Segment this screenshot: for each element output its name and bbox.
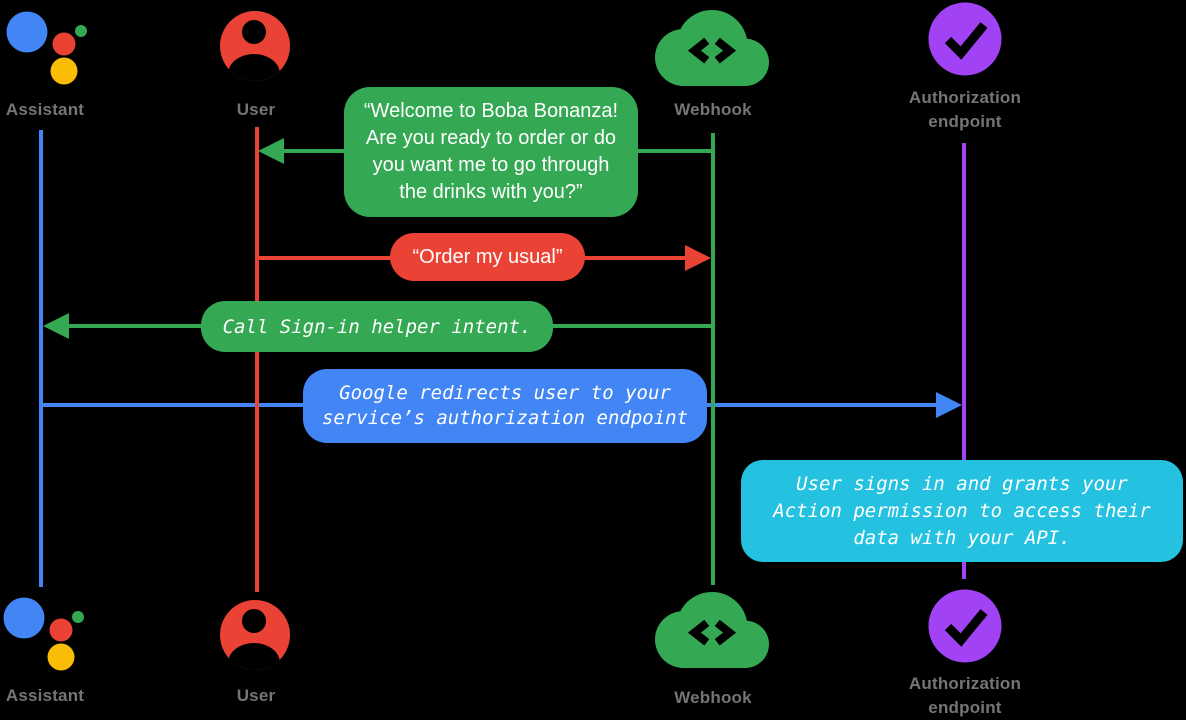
arrow-right-icon (936, 392, 962, 418)
signin-message-bubble: Call Sign-in helper intent. (201, 301, 553, 352)
authorization-check-icon (928, 589, 1002, 663)
webhook-label: Webhook (674, 688, 752, 707)
order-message-bubble: “Order my usual” (390, 233, 585, 281)
assistant-lifeline (39, 130, 43, 587)
assistant-logo-icon (6, 11, 87, 85)
assistant-logo-icon (3, 597, 84, 671)
arrow-right-icon (685, 245, 711, 271)
welcome-message-bubble: “Welcome to Boba Bonanza! Are you ready … (344, 87, 638, 217)
webhook-cloud-icon (655, 10, 769, 86)
user-icon (220, 600, 290, 670)
user-label: User (236, 100, 276, 119)
signin-note-bubble: User signs in and grants your Action per… (741, 460, 1183, 562)
user-icon (220, 11, 290, 81)
webhook-lifeline (711, 133, 715, 585)
redirect-message-bubble: Google redirects user to your service’s … (303, 369, 707, 443)
assistant-label: Assistant (5, 100, 85, 119)
assistant-label: Assistant (5, 686, 85, 705)
authorization-endpoint-label: Authorization endpoint (908, 88, 1022, 131)
webhook-cloud-icon (655, 592, 769, 668)
user-lifeline (255, 127, 259, 592)
authorization-endpoint-lifeline (962, 143, 966, 579)
webhook-label: Webhook (674, 100, 752, 119)
authorization-check-icon (928, 2, 1002, 76)
arrow-left-icon (43, 313, 69, 339)
arrow-left-icon (258, 138, 284, 164)
authorization-endpoint-label: Authorization endpoint (908, 674, 1022, 717)
user-label: User (236, 686, 276, 705)
